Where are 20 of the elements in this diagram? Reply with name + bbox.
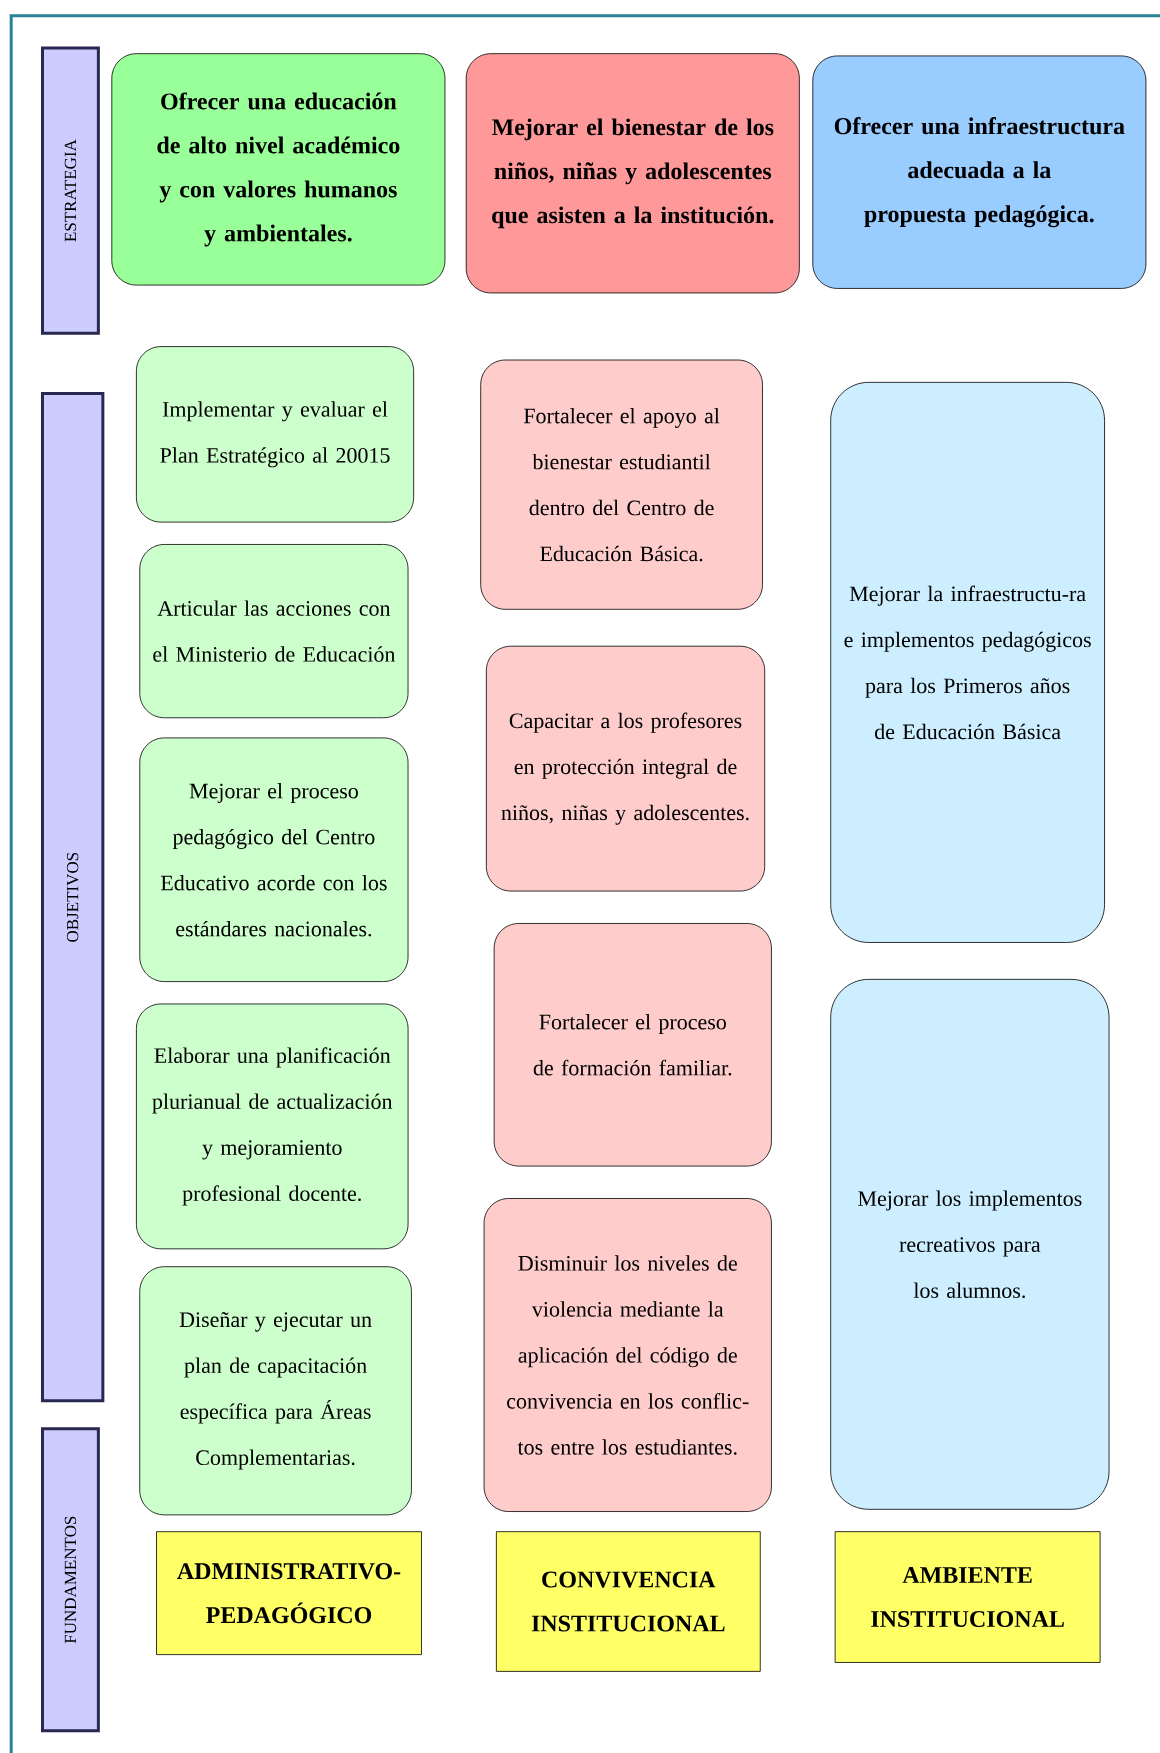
objective-box: Implementar y evaluar el Plan Estratégico al 20015 bbox=[135, 346, 414, 523]
objective-box: Mejorar el proceso pedagógico del Centro Educativo acorde con los estándares nacionales. bbox=[139, 737, 409, 982]
objective-box: Diseñar y ejecutar un plan de capacitación específica para Áreas Complementarias. bbox=[139, 1266, 412, 1516]
foundation-box: AMBIENTE INSTITUCIONAL bbox=[834, 1531, 1101, 1663]
foundation-box: CONVIVENCIA INSTITUCIONAL bbox=[495, 1531, 761, 1672]
side-label-bar: ESTRATEGIA bbox=[40, 46, 100, 335]
objective-box: Fortalecer el apoyo al bienestar estudiantil dentro del Centro de Educación Básica. bbox=[480, 359, 763, 610]
objective-box: Mejorar los implementos recreativos para los alumnos. bbox=[830, 978, 1110, 1510]
strategy-box: Mejorar el bienestar de los niños, niñas y adolescentes que asisten a la institución. bbox=[465, 53, 800, 294]
strategy-box: Ofrecer una educación de alto nivel académico y con valores humanos y ambientales. bbox=[111, 53, 446, 286]
objective-box: Mejorar la infraestructu-ra e implementos pedagógicos para los Primeros años de Educación Básica bbox=[830, 381, 1105, 943]
objective-box: Elaborar una planificación plurianual de actualización y mejoramiento profesional docente. bbox=[135, 1003, 409, 1250]
side-label-bar: OBJETIVOS bbox=[40, 392, 105, 1403]
objective-box: Capacitar a los profesores en protección integral de niños, niñas y adolescentes. bbox=[485, 645, 765, 892]
foundation-box: ADMINISTRATIVO-PEDAGÓGICO bbox=[155, 1531, 422, 1655]
side-label-bar: FUNDAMENTOS bbox=[40, 1427, 100, 1733]
objective-box: Fortalecer el proceso de formación familiar. bbox=[493, 923, 772, 1167]
objective-box: Articular las acciones con el Ministerio de Educación bbox=[139, 544, 409, 719]
strategy-box: Ofrecer una infraestructura adecuada a la propuesta pedagógica. bbox=[812, 55, 1147, 289]
objective-box: Disminuir los niveles de violencia mediante la aplicación del código de convivencia en los conflic-tos entre los estudiantes. bbox=[483, 1198, 772, 1512]
